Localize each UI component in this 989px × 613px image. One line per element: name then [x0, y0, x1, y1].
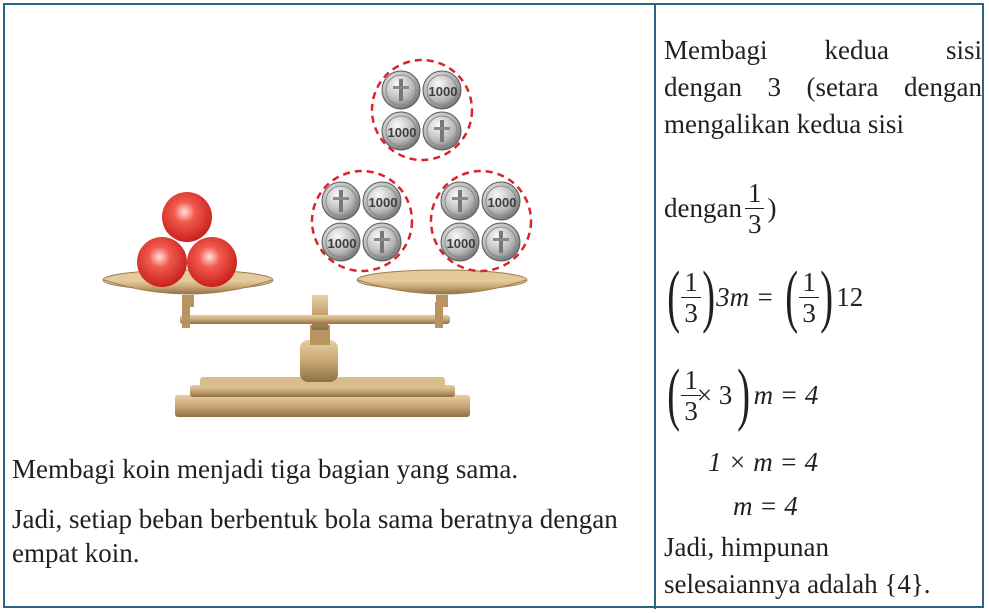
weight-ball — [137, 237, 187, 287]
intro-prefix: dengan — [664, 193, 742, 223]
figure-frame — [3, 3, 984, 608]
intro-line: Membagi kedua sisi — [664, 35, 982, 65]
balance-scale-illustration: 1000 — [102, 58, 533, 417]
solution-text: Membagi kedua sisi dengan 3 (setara deng… — [664, 32, 982, 143]
fraction-one-third: 1 3 — [744, 178, 765, 239]
intro-line: mengalikan kedua sisi — [664, 109, 904, 139]
scale-beam — [180, 315, 450, 324]
equation-3: 1 × m = 4 — [708, 447, 818, 477]
caption-conclusion: Jadi, setiap beban berbentuk bola sama b… — [12, 504, 618, 568]
intro-fraction-line: dengan 1 3 ) — [664, 178, 777, 239]
column-divider — [654, 4, 656, 609]
intro-line: dengan 3 (setara dengan — [664, 72, 982, 102]
scale-base — [175, 395, 470, 417]
final-answer: Jadi, himpunan selesaiannya adalah {4}. — [664, 532, 931, 599]
weight-ball — [162, 192, 212, 242]
scale-pillar — [300, 340, 338, 382]
coin-group-right — [429, 169, 533, 273]
coin-group-top — [370, 58, 474, 162]
weight-ball — [187, 237, 237, 287]
coin-group-left — [310, 169, 414, 273]
equation-4: m = 4 — [733, 491, 798, 521]
caption-divide-coins: Membagi koin menjadi tiga bagian yang sa… — [12, 454, 519, 484]
